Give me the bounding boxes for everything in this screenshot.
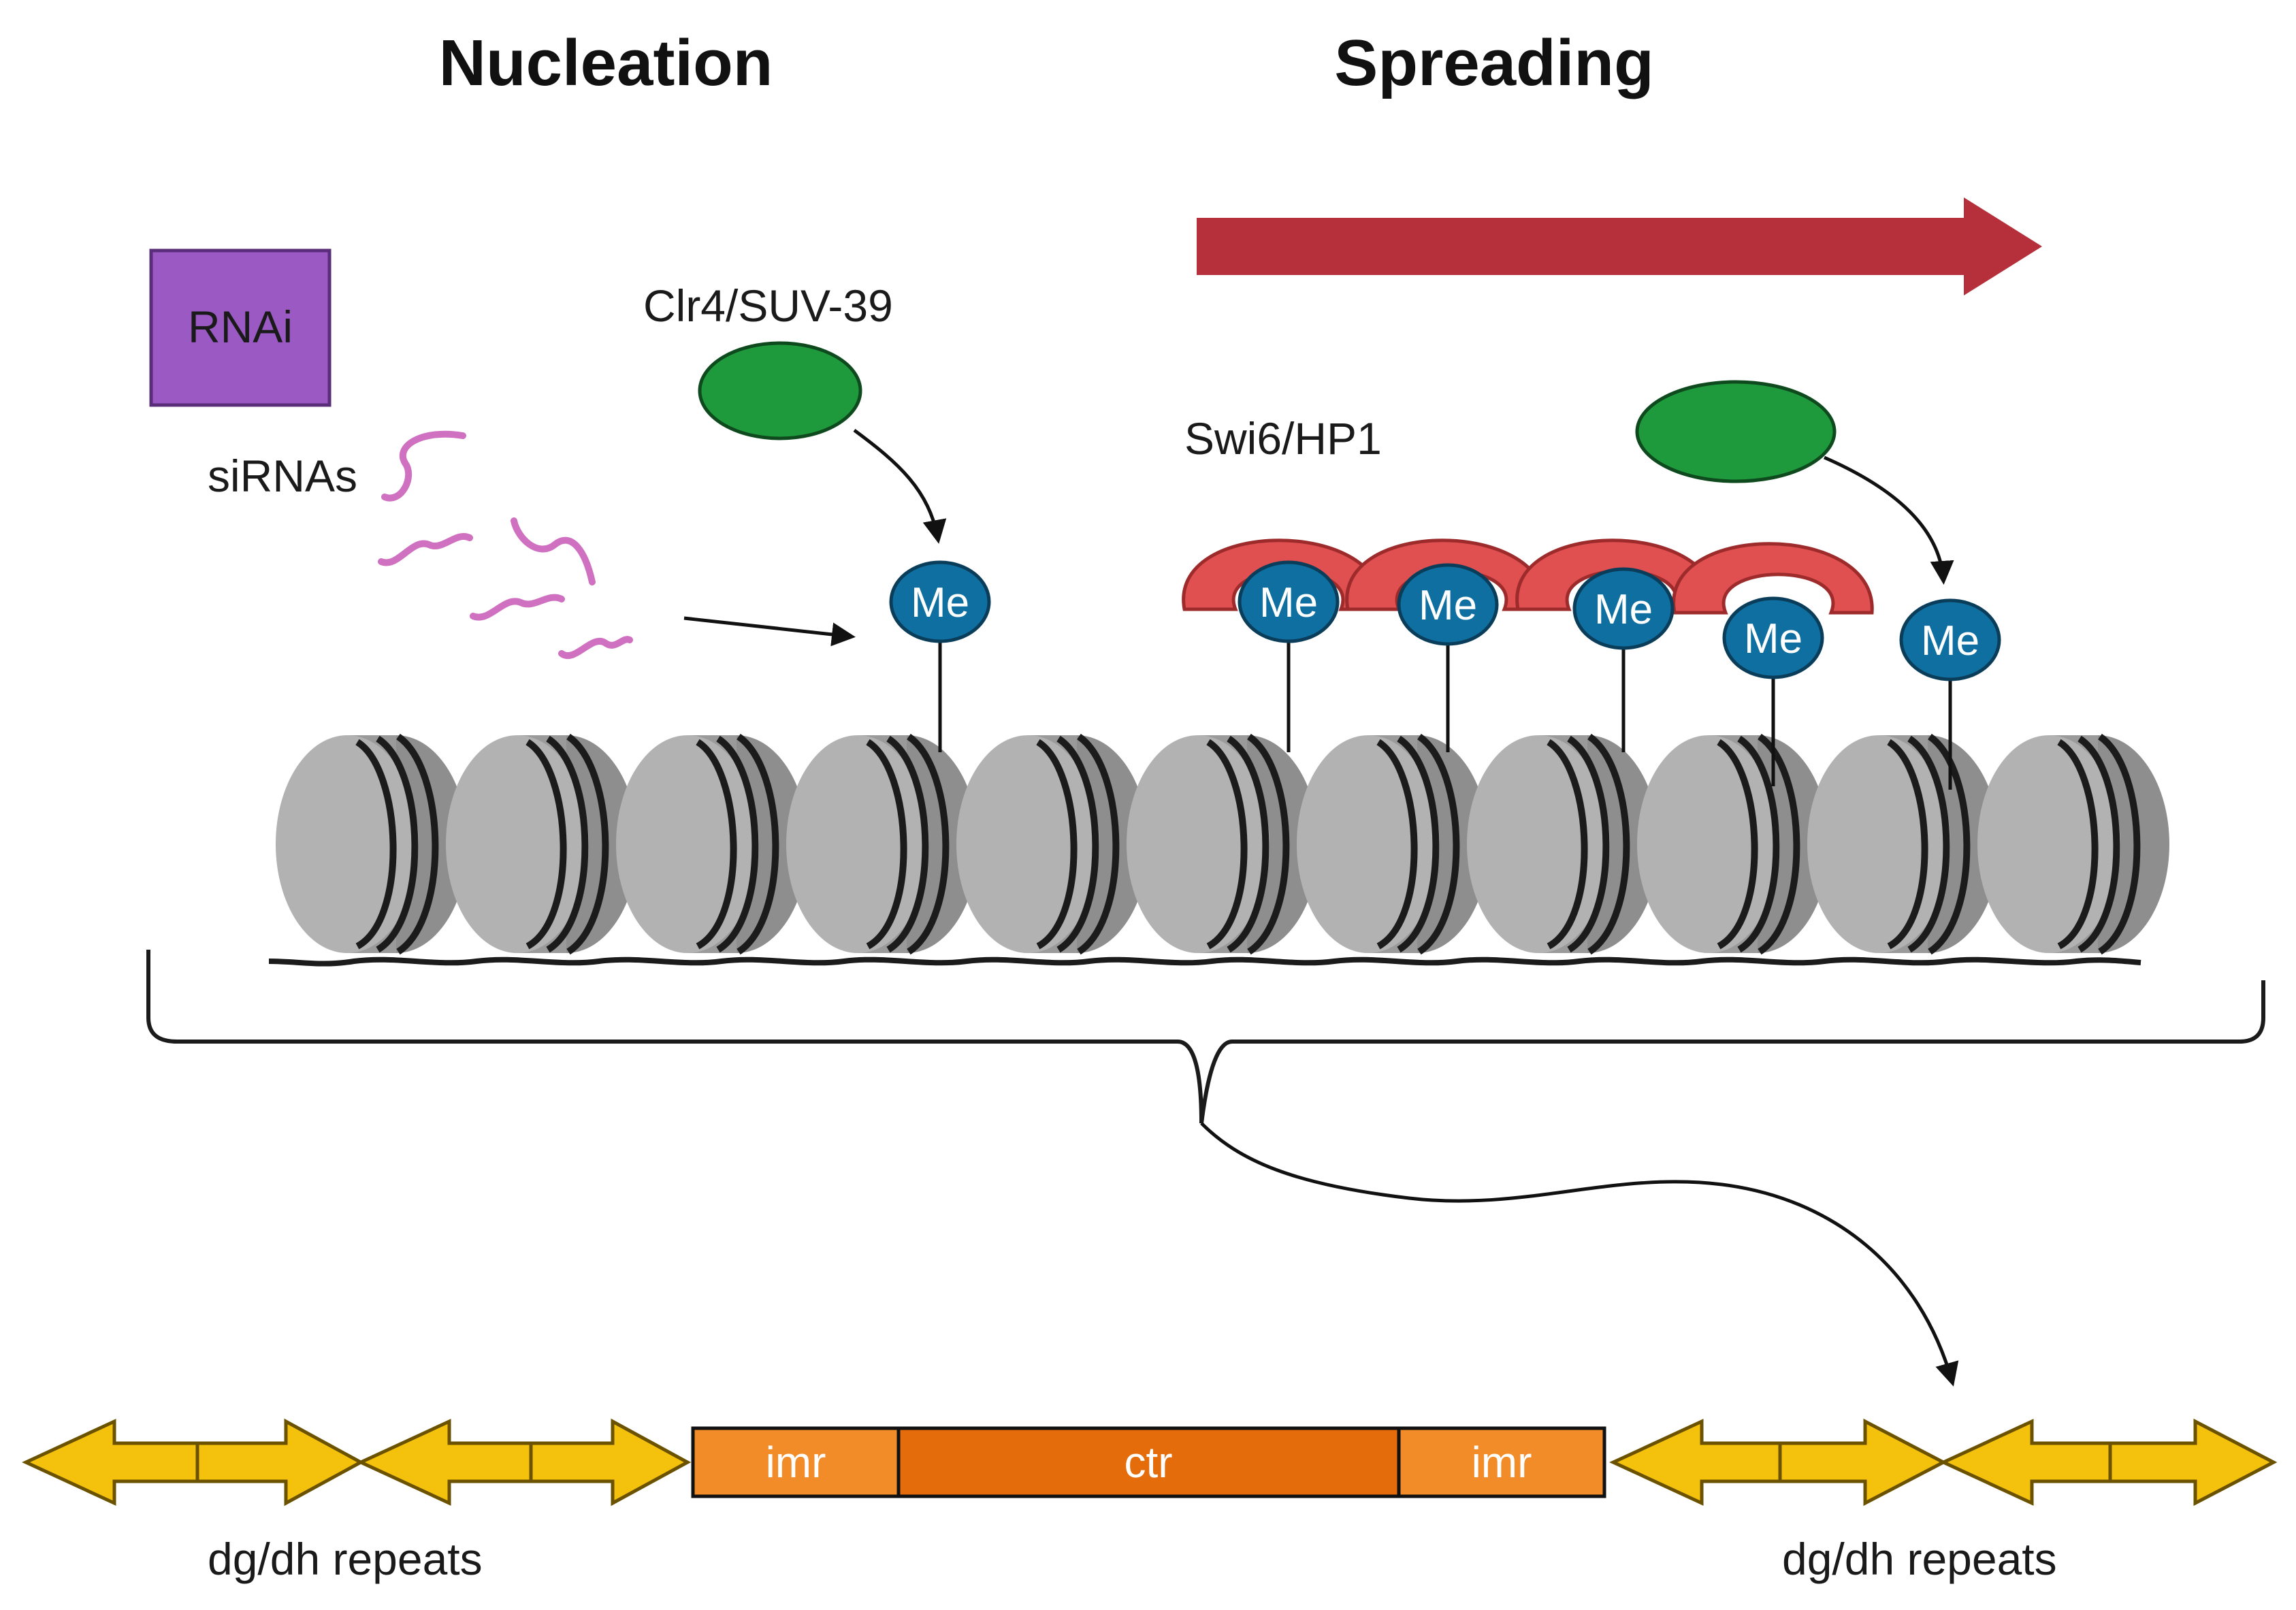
region-brace — [146, 950, 2265, 1124]
nucleosome — [1297, 735, 1489, 953]
repeat-arrow-left — [357, 1419, 533, 1506]
zoom-arrow — [1200, 1122, 1959, 1387]
nucleosome — [446, 735, 638, 953]
repeat-arrow-left — [1939, 1419, 2112, 1506]
svg-text:Me: Me — [911, 579, 969, 626]
clr4-label: Clr4/SUV-39 — [643, 280, 893, 331]
imr-segment-left — [691, 1426, 901, 1498]
methyl-mark: Me — [1901, 600, 1999, 679]
clr4-arrow — [853, 428, 947, 544]
methyl-mark: Me — [1399, 565, 1497, 644]
imr-label-right: imr — [1472, 1438, 1532, 1487]
centromere-core: imr ctr imr — [691, 1426, 1606, 1498]
spreading-arrow — [1197, 197, 2042, 295]
repeat-arrow-left — [1609, 1419, 1782, 1506]
repeat-arrow-right — [2108, 1418, 2278, 1507]
svg-text:Me: Me — [1594, 586, 1653, 633]
repeats-right — [1609, 1418, 2278, 1507]
nucleosome — [616, 735, 808, 953]
nucleosome — [1127, 735, 1319, 953]
clr4-spreading-arrow — [1823, 455, 1954, 585]
sirna-squiggles — [378, 430, 633, 659]
nucleosome — [1467, 735, 1659, 953]
repeats-left-label: dg/dh repeats — [208, 1534, 483, 1584]
rnai-box — [149, 248, 332, 407]
nucleosome — [1807, 735, 1999, 953]
clr4-enzyme — [698, 341, 862, 440]
nucleosome — [956, 735, 1148, 953]
methyl-mark: Me — [1724, 598, 1822, 677]
svg-text:Me: Me — [1744, 615, 1802, 662]
svg-text:Me: Me — [1259, 579, 1318, 626]
repeats-right-label: dg/dh repeats — [1782, 1534, 2057, 1584]
svg-text:Me: Me — [1419, 582, 1477, 629]
dna-fiber — [268, 956, 2141, 967]
repeat-arrow-right — [529, 1418, 692, 1507]
imr-segment-right — [1397, 1426, 1606, 1498]
nucleosome — [1637, 735, 1829, 953]
title-spreading: Spreading — [1334, 27, 1653, 99]
histone-tails — [938, 643, 1952, 790]
methyl-marks: Me Me Me Me Me Me — [891, 562, 1999, 679]
sirnas-label: siRNAs — [208, 451, 357, 501]
repeats-left — [22, 1418, 692, 1507]
methyl-mark: Me — [1574, 569, 1672, 648]
methyl-mark: Me — [1240, 562, 1338, 641]
repeat-arrow-right — [1778, 1418, 1947, 1507]
nucleosome — [1977, 735, 2169, 953]
rnai-label: RNAi — [188, 302, 293, 352]
methyl-mark: Me — [891, 562, 989, 641]
imr-label-left: imr — [766, 1438, 826, 1487]
ctr-label: ctr — [1124, 1438, 1172, 1487]
swi6-label: Swi6/HP1 — [1184, 413, 1382, 464]
title-nucleation: Nucleation — [439, 27, 773, 99]
nucleosome — [276, 735, 468, 953]
repeat-arrow-left — [22, 1419, 199, 1506]
nucleosome — [786, 735, 978, 953]
repeat-arrow-right — [195, 1418, 365, 1507]
sirna-arrow — [683, 616, 856, 647]
clr4-enzyme-spreading — [1635, 380, 1837, 483]
ctr-segment — [896, 1426, 1401, 1498]
nucleosome-array — [276, 735, 2169, 953]
svg-text:Me: Me — [1921, 617, 1979, 664]
